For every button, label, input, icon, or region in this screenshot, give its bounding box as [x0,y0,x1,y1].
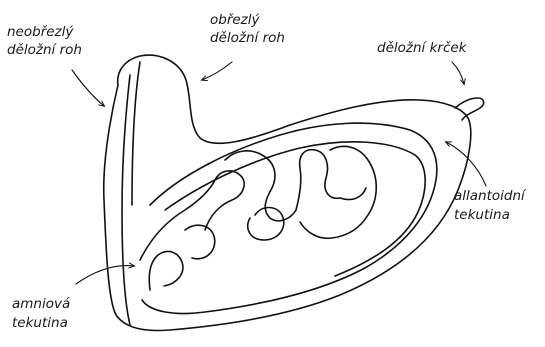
arrow-cervix [452,62,464,84]
membrane-fold-inner [185,225,215,259]
label-left-horn-line2: děložní roh [7,42,82,58]
fetus-fold-4 [340,188,366,200]
arrow-right-horn [202,62,232,80]
chorion-outline [142,123,437,313]
fetus-body [300,146,376,238]
fetus-fold-3 [296,150,340,210]
label-allantoic-line1: allantoidní [454,188,527,204]
label-amniotic-line1: amniová [12,296,70,312]
membrane-fold-left [149,251,183,290]
uterus-outline [104,55,471,330]
horn-inner-left [122,75,130,325]
label-cervix: děložní krček [377,40,468,56]
horn-inner-right [132,62,140,205]
label-right-horn-line2: děložní roh [210,30,285,46]
label-right-horn-line1: obřezlý [210,12,261,28]
label-amniotic-line2: tekutina [12,315,68,331]
label-left-horn-line1: neobřezlý [7,24,74,40]
arrow-amniotic [76,266,134,284]
label-allantoic-line2: tekutina [454,207,510,223]
arrow-left-horn [72,70,104,106]
fetus-fold-1 [140,171,244,260]
chorion-inner [165,142,425,276]
